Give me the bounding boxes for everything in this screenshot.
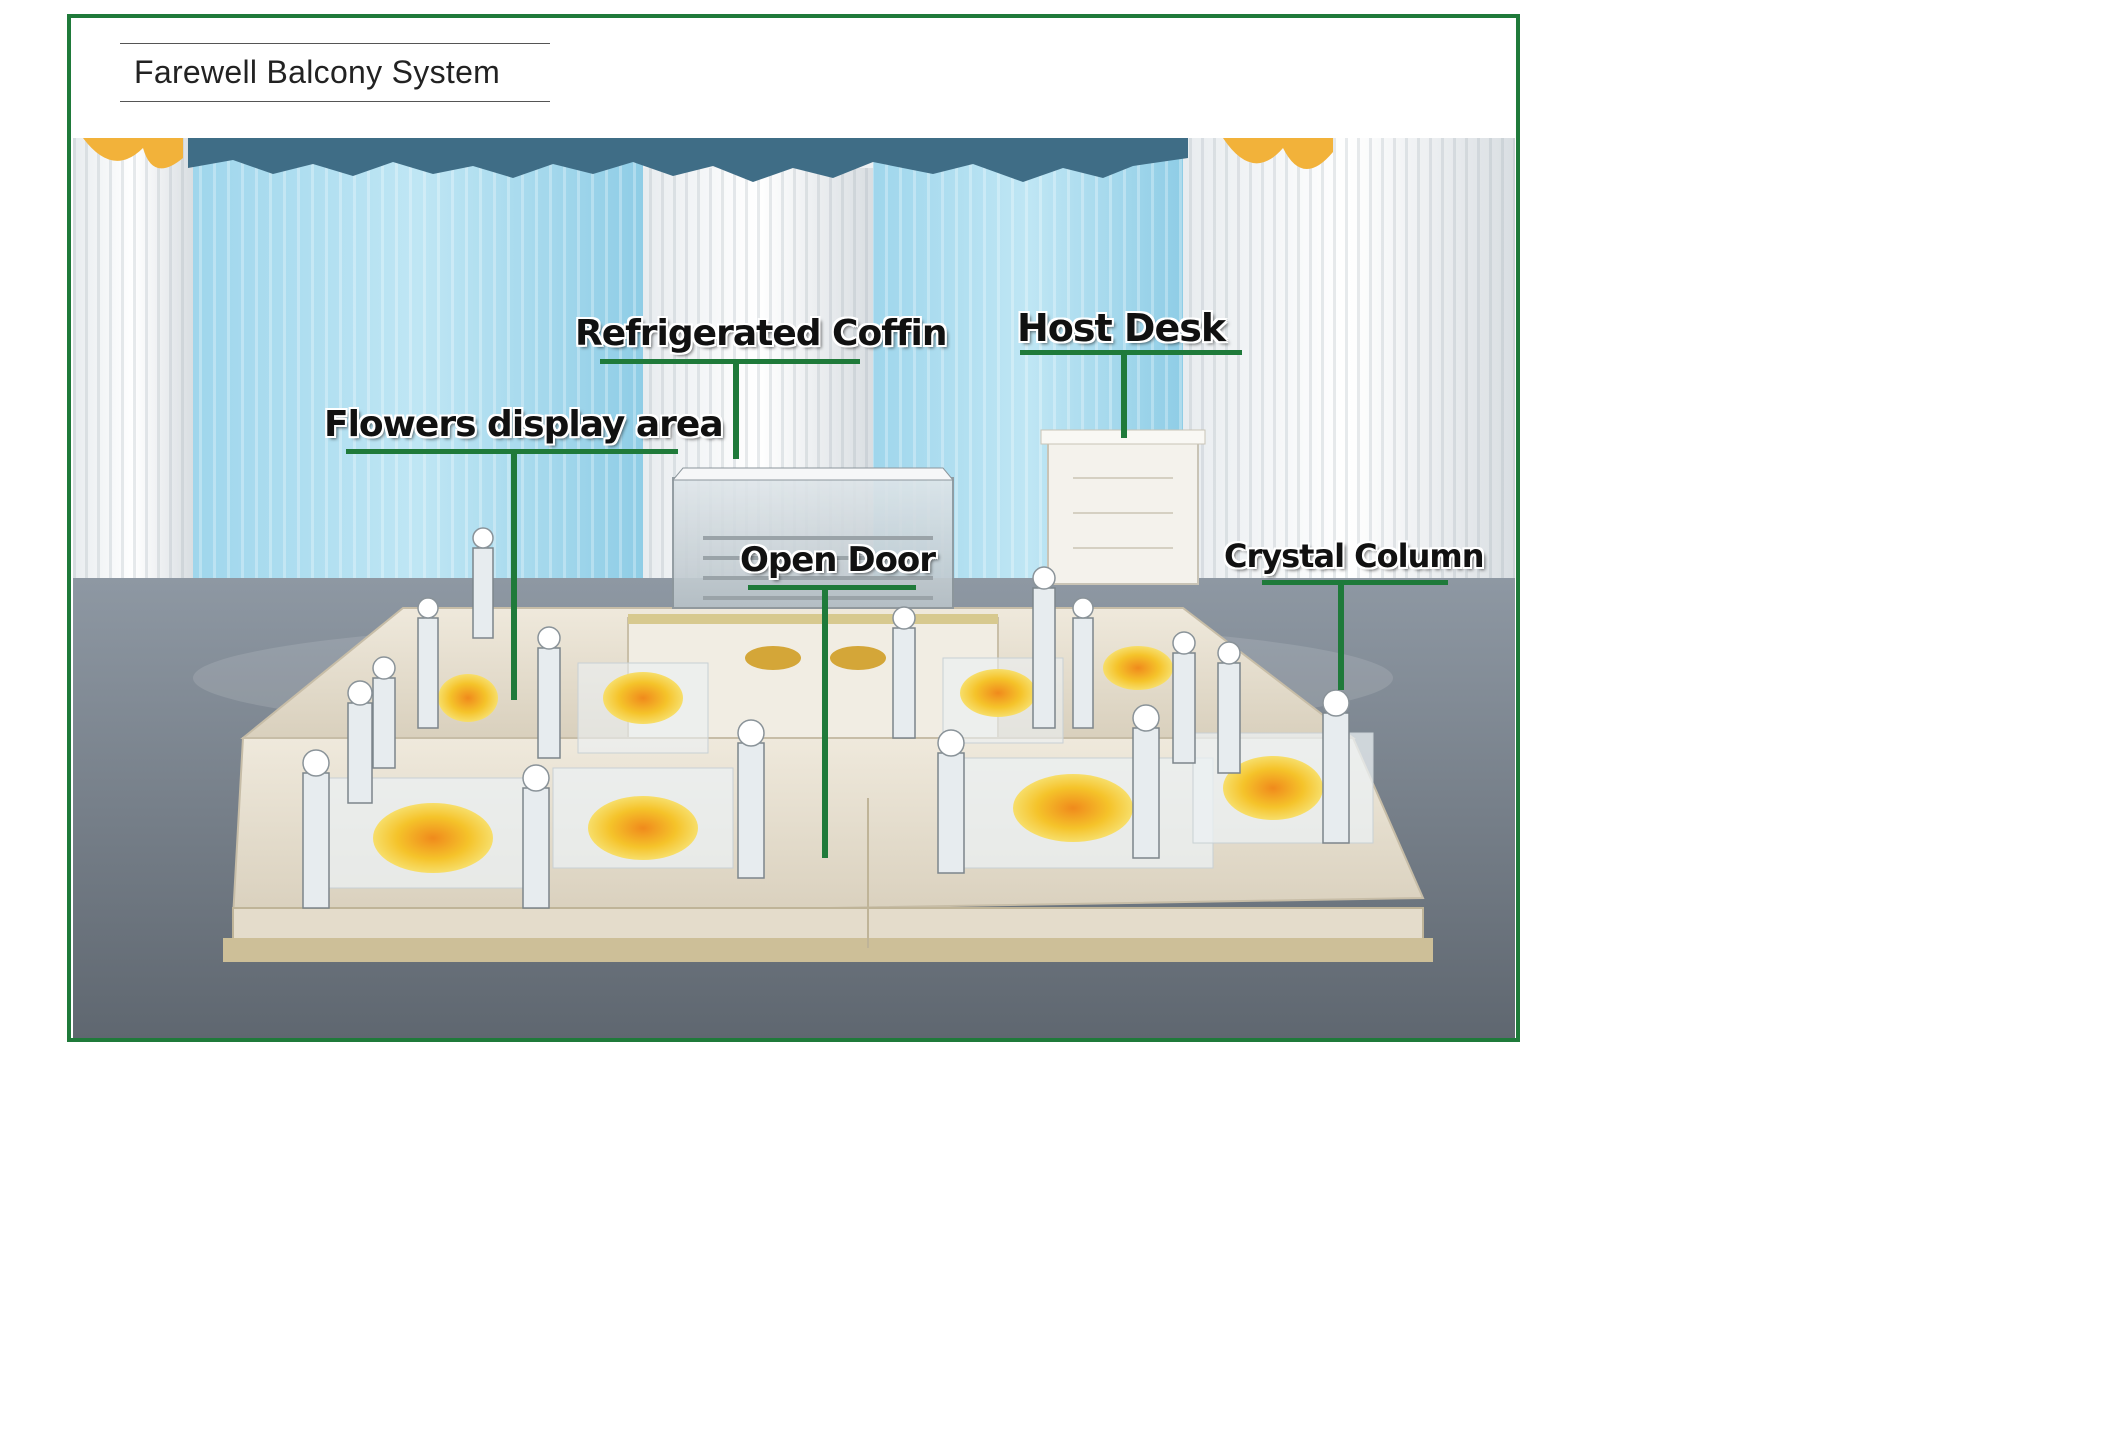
title-bottom-rule (120, 101, 550, 102)
leader-line-refrigerated-coffin-h (600, 359, 860, 364)
leader-line-host-desk-v (1121, 355, 1127, 438)
leader-line-flowers-h (346, 449, 678, 454)
label-refrigerated-coffin: Refrigerated Coffin (575, 313, 947, 354)
balcony-photo-illustration (73, 138, 1515, 1038)
title-top-rule (120, 43, 550, 44)
leader-line-open-door-v (822, 590, 828, 858)
label-crystal-column: Crystal Column (1224, 537, 1485, 575)
leader-line-refrigerated-coffin-v (733, 364, 739, 459)
leader-line-host-desk-h (1020, 350, 1242, 355)
leader-line-crystal-column-h (1262, 580, 1448, 585)
label-host-desk: Host Desk (1017, 306, 1226, 350)
leader-line-flowers-v (511, 454, 517, 700)
leader-line-crystal-column-v (1338, 585, 1344, 690)
page-title: Farewell Balcony System (134, 54, 501, 90)
leader-line-open-door-h (748, 585, 916, 590)
label-open-door: Open Door (740, 540, 936, 580)
label-flowers-display-area: Flowers display area (324, 404, 724, 445)
